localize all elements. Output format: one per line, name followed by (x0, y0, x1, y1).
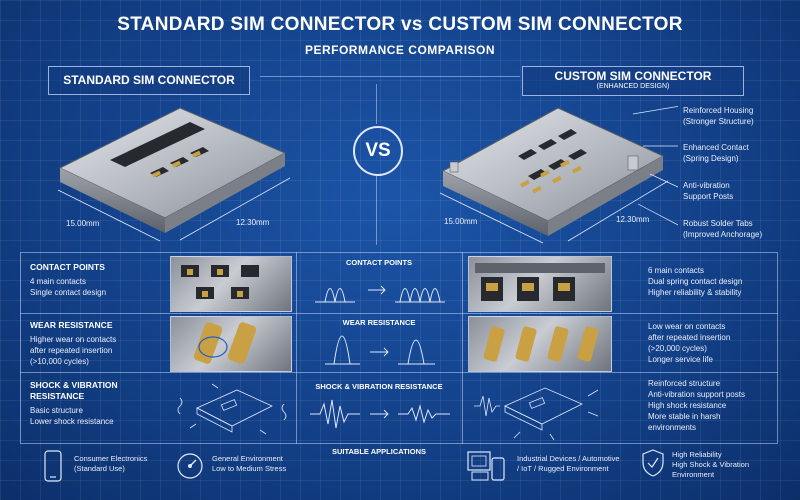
row-shock-vibration-standard: SHOCK & VIBRATION RESISTANCE Basic struc… (30, 380, 118, 427)
row-contact-points-custom: 6 main contacts Dual spring contact desi… (648, 265, 742, 298)
row-text: Reinforced structure (648, 379, 721, 388)
row-text: High shock resistance (648, 401, 727, 410)
row-text: after repeated insertion (648, 333, 731, 342)
standard-connector-header: STANDARD SIM CONNECTOR (48, 66, 250, 95)
comparison-table (20, 252, 778, 444)
row-text: after repeated insertion (30, 346, 113, 355)
app-line: Environment (672, 470, 715, 479)
center-divider-top (376, 84, 377, 124)
app-line: (Standard Use) (74, 464, 125, 473)
application-consumer-electronics: Consumer Electronics (Standard Use) (74, 454, 147, 474)
applications-title: SUITABLE APPLICATIONS (331, 447, 427, 456)
standard-width-dimension: 12.30mm (236, 218, 270, 227)
smartphone-icon (44, 450, 62, 482)
custom-connector-sublabel: (ENHANCED DESIGN) (596, 83, 670, 90)
row-divider (20, 372, 778, 373)
app-line: Consumer Electronics (74, 454, 148, 463)
row-text: Lower shock resistance (30, 417, 114, 426)
row-divider (20, 313, 778, 314)
feature-robust-solder-tabs: Robust Solder Tabs (Improved Anchorage) (683, 218, 762, 240)
custom-width-dimension: 12.30mm (616, 215, 650, 224)
contact-points-diagram (315, 285, 445, 303)
standard-connector-image (57, 107, 291, 242)
app-line: Low to Medium Stress (212, 464, 287, 473)
row-text: Higher wear on contacts (30, 335, 117, 344)
application-high-reliability: High Reliability High Shock & Vibration … (672, 450, 749, 480)
feature-line: (Improved Anchorage) (683, 230, 763, 239)
standard-wear-photo (170, 316, 292, 372)
custom-contact-photo (468, 256, 612, 312)
column-divider (462, 252, 463, 444)
row-text: (>10,000 cycles) (30, 357, 89, 366)
custom-connector-header: CUSTOM SIM CONNECTOR (ENHANCED DESIGN) (522, 66, 744, 96)
row-title: RESISTANCE (30, 391, 85, 401)
custom-length-dimension: 15.00mm (444, 217, 478, 226)
gauge-icon (177, 453, 203, 479)
row-title: SHOCK & VIBRATION (30, 380, 118, 390)
row-text: Longer service life (648, 355, 713, 364)
row-text: Dual spring contact design (648, 277, 743, 286)
application-industrial-devices: Industrial Devices / Automotive / IoT / … (517, 454, 620, 474)
feature-reinforced-housing: Reinforced Housing (Stronger Structure) (683, 105, 754, 127)
custom-connector-label: CUSTOM SIM CONNECTOR (554, 69, 712, 83)
row-wear-resistance-standard: WEAR RESISTANCE Higher wear on contacts … (30, 320, 116, 367)
feature-line: Robust Solder Tabs (683, 219, 753, 228)
row-wear-resistance-custom: Low wear on contacts after repeated inse… (648, 321, 730, 365)
row-text: Anti-vibration support posts (648, 390, 745, 399)
middle-title-shock-vibration: SHOCK & VIBRATION RESISTANCE (315, 382, 443, 391)
row-text: More stable in harsh (648, 412, 721, 421)
wear-resistance-diagram (325, 335, 435, 365)
feature-line: Reinforced Housing (683, 106, 754, 115)
row-title: WEAR RESISTANCE (30, 320, 113, 330)
standard-length-dimension: 15.00mm (66, 219, 100, 228)
feature-enhanced-contact: Enhanced Contact (Spring Design) (683, 142, 749, 164)
app-line: Industrial Devices / Automotive (517, 454, 620, 463)
page-title: STANDARD SIM CONNECTOR vs CUSTOM SIM CON… (117, 14, 683, 35)
middle-title-contact-points: CONTACT POINTS (345, 258, 413, 267)
page-subtitle: PERFORMANCE COMPARISON (304, 43, 496, 57)
custom-wear-photo (468, 316, 612, 372)
row-text: environments (648, 423, 697, 432)
column-divider (296, 252, 297, 444)
row-text: Single contact design (30, 288, 107, 297)
app-line: General Environment (212, 454, 283, 463)
application-general-environment: General Environment Low to Medium Stress (212, 454, 286, 474)
custom-shock-diagram (474, 387, 599, 441)
feature-line: Support Posts (683, 192, 734, 201)
shield-icon (642, 449, 664, 477)
custom-connector-image (439, 105, 678, 244)
app-line: / IoT / Rugged Environment (517, 464, 609, 473)
standard-shock-diagram (177, 383, 287, 435)
feature-line: Enhanced Contact (683, 143, 749, 152)
row-text: 4 main contacts (30, 277, 87, 286)
row-title: CONTACT POINTS (30, 262, 105, 272)
feature-anti-vibration: Anti-vibration Support Posts (683, 180, 733, 202)
row-contact-points-standard: CONTACT POINTS 4 main contacts Single co… (30, 262, 106, 298)
row-text: (>20,000 cycles) (648, 344, 707, 353)
feature-line: (Spring Design) (683, 154, 739, 163)
middle-title-wear-resistance: WEAR RESISTANCE (342, 318, 416, 327)
row-text: Low wear on contacts (648, 322, 726, 331)
app-line: High Shock & Vibration (672, 460, 749, 469)
row-shock-vibration-custom: Reinforced structure Anti-vibration supp… (648, 378, 745, 433)
header-divider (260, 76, 520, 77)
feature-line: Anti-vibration (683, 181, 730, 190)
row-text: Basic structure (30, 406, 83, 415)
standard-contact-photo (170, 256, 292, 312)
shock-vibration-diagram (310, 399, 450, 429)
center-divider-bottom (376, 175, 377, 245)
vs-badge: VS (353, 126, 403, 176)
feature-line: (Stronger Structure) (683, 117, 754, 126)
row-text: 6 main contacts (648, 266, 705, 275)
row-text: Higher reliability & stability (648, 288, 742, 297)
devices-icon (467, 451, 505, 481)
app-line: High Reliability (672, 450, 722, 459)
